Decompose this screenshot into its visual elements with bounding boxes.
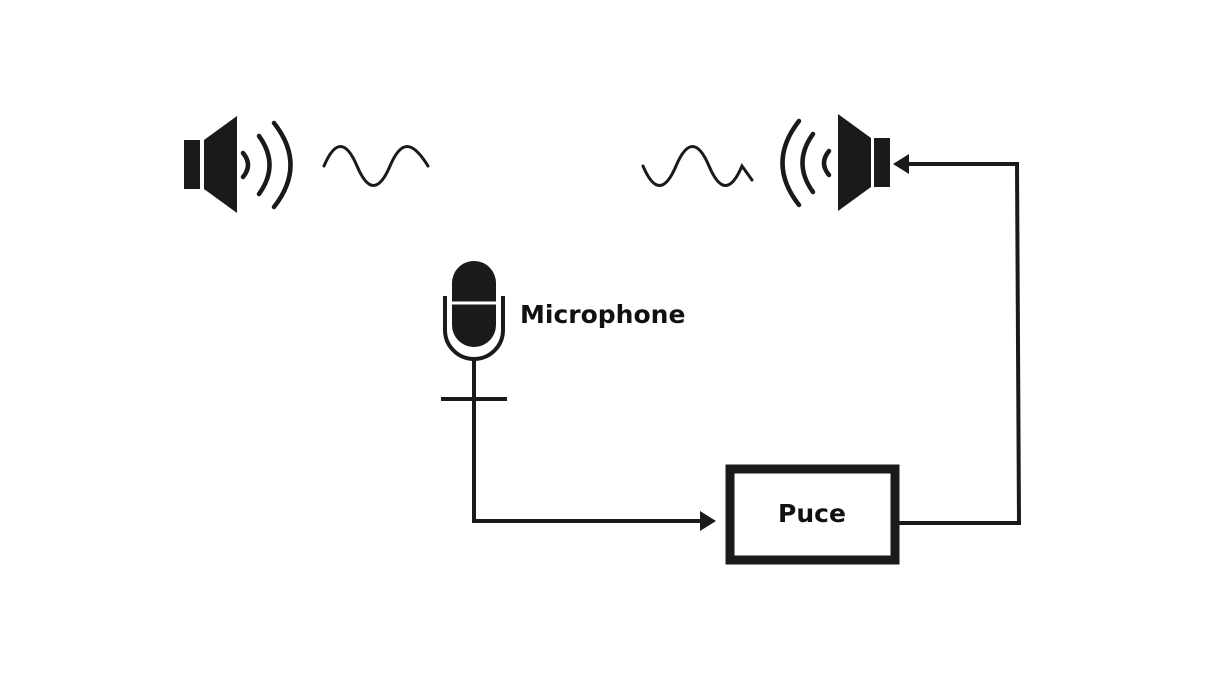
speaker-input-arrowhead <box>893 154 909 174</box>
right-sound-wave <box>641 145 754 187</box>
microphone-label: Microphone <box>520 300 685 329</box>
chip-label: Puce <box>778 499 846 528</box>
left-sound-wave <box>322 145 430 187</box>
left-speaker-icon <box>184 116 293 213</box>
mic-to-chip-connector <box>472 399 706 523</box>
right-speaker-icon <box>780 114 890 211</box>
chip-box <box>725 464 900 565</box>
microphone-icon <box>441 261 507 401</box>
chip-input-arrowhead <box>700 511 716 531</box>
chip-to-speaker-connector <box>899 162 1022 525</box>
